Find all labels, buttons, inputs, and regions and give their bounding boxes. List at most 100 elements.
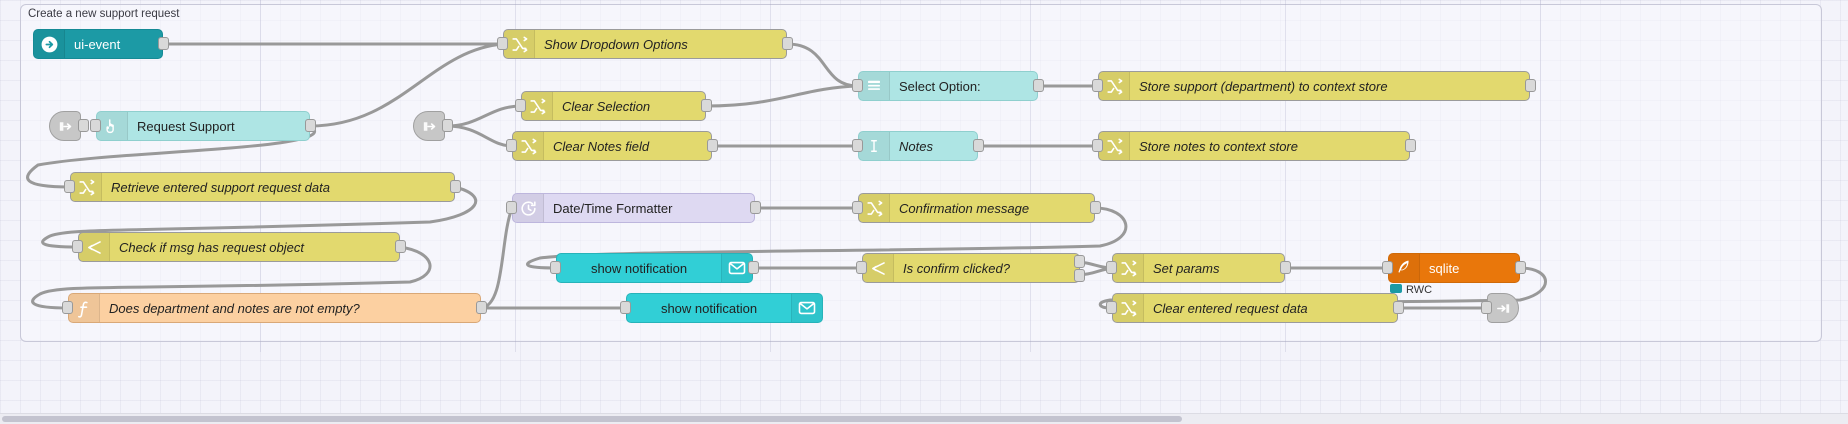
input-port[interactable] xyxy=(1092,139,1103,152)
output-port[interactable] xyxy=(701,99,712,112)
input-port[interactable] xyxy=(852,201,863,214)
node-label: Notes xyxy=(899,138,933,154)
link-in-icon xyxy=(57,118,74,135)
node-label: Date/Time Formatter xyxy=(553,200,673,216)
output-port[interactable] xyxy=(78,119,89,132)
node-clear-selection[interactable]: Clear Selection xyxy=(521,91,706,121)
node-store-support-context[interactable]: Store support (department) to context st… xyxy=(1098,71,1530,101)
grid-guide xyxy=(1540,0,1541,352)
input-port[interactable] xyxy=(506,201,517,214)
change-icon xyxy=(504,30,535,58)
output-port[interactable] xyxy=(1525,79,1536,92)
node-date-time-formatter[interactable]: Date/Time Formatter xyxy=(512,193,755,223)
node-label: Clear Notes field xyxy=(553,138,650,154)
input-port[interactable] xyxy=(852,79,863,92)
output-port[interactable] xyxy=(450,180,461,193)
output-port[interactable] xyxy=(158,37,169,50)
change-icon xyxy=(1099,132,1130,160)
input-port[interactable] xyxy=(90,119,101,132)
link-out-node[interactable] xyxy=(1487,293,1519,323)
node-ui-event[interactable]: ui-event xyxy=(33,29,163,59)
node-set-params[interactable]: Set params xyxy=(1112,253,1285,283)
node-confirmation-message[interactable]: Confirmation message xyxy=(858,193,1095,223)
node-label: show notification xyxy=(590,260,688,276)
output-port[interactable] xyxy=(1515,261,1526,274)
output-port[interactable] xyxy=(1033,79,1044,92)
input-port[interactable] xyxy=(620,301,631,314)
output-port[interactable] xyxy=(707,139,718,152)
input-port[interactable] xyxy=(515,99,526,112)
output-port[interactable] xyxy=(782,37,793,50)
node-retrieve-request-data[interactable]: Retrieve entered support request data xyxy=(70,172,455,202)
node-label: Select Option: xyxy=(899,78,981,94)
node-notes[interactable]: Notes xyxy=(858,131,978,161)
output-port[interactable] xyxy=(1090,201,1101,214)
switch-icon xyxy=(79,233,110,261)
change-icon xyxy=(1099,72,1130,100)
input-port[interactable] xyxy=(1106,261,1117,274)
link-out-icon xyxy=(1495,300,1512,317)
link-in-icon xyxy=(421,118,438,135)
input-port[interactable] xyxy=(497,37,508,50)
node-show-notification-2[interactable]: show notification xyxy=(626,293,823,323)
node-label: Set params xyxy=(1153,260,1220,276)
node-request-support[interactable]: Request Support xyxy=(96,111,310,141)
node-clear-entered-request-data[interactable]: Clear entered request data xyxy=(1112,293,1398,323)
node-dept-notes-not-empty[interactable]: Does department and notes are not empty? xyxy=(68,293,481,323)
input-port[interactable] xyxy=(856,261,867,274)
node-label: Does department and notes are not empty? xyxy=(109,300,360,316)
output-port-1[interactable] xyxy=(1074,255,1085,268)
switch-icon xyxy=(863,254,894,282)
node-select-option[interactable]: Select Option: xyxy=(858,71,1038,101)
envelope-icon xyxy=(721,254,752,282)
output-port[interactable] xyxy=(305,119,316,132)
output-port[interactable] xyxy=(1280,261,1291,274)
output-port[interactable] xyxy=(476,301,487,314)
node-check-msg-request-object[interactable]: Check if msg has request object xyxy=(78,232,400,262)
input-port[interactable] xyxy=(1092,79,1103,92)
input-port[interactable] xyxy=(506,139,517,152)
envelope-icon xyxy=(791,294,822,322)
output-port-2[interactable] xyxy=(1074,269,1085,282)
input-port[interactable] xyxy=(72,240,83,253)
node-store-notes-context[interactable]: Store notes to context store xyxy=(1098,131,1410,161)
node-show-dropdown-options[interactable]: Show Dropdown Options xyxy=(503,29,787,59)
status-dot xyxy=(1390,284,1402,293)
output-port[interactable] xyxy=(442,119,453,132)
input-port[interactable] xyxy=(1382,261,1393,274)
function-icon xyxy=(69,294,100,322)
link-in-node-2[interactable] xyxy=(413,111,445,141)
change-icon xyxy=(522,92,553,120)
node-label: Is confirm clicked? xyxy=(903,260,1010,276)
output-port[interactable] xyxy=(1405,139,1416,152)
clock-icon xyxy=(513,194,544,222)
node-label: Store support (department) to context st… xyxy=(1139,78,1388,94)
node-sqlite[interactable]: sqlite xyxy=(1388,253,1520,283)
grid-guide xyxy=(770,0,771,352)
output-port[interactable] xyxy=(750,201,761,214)
node-label: sqlite xyxy=(1429,260,1460,276)
node-label: Retrieve entered support request data xyxy=(111,179,330,195)
node-is-confirm-clicked[interactable]: Is confirm clicked? xyxy=(862,253,1080,283)
scrollbar-thumb[interactable] xyxy=(2,416,1182,422)
node-label: Clear entered request data xyxy=(1153,300,1308,316)
input-port[interactable] xyxy=(550,261,561,274)
node-show-notification-1[interactable]: show notification xyxy=(556,253,753,283)
node-clear-notes-field[interactable]: Clear Notes field xyxy=(512,131,712,161)
input-port[interactable] xyxy=(852,139,863,152)
output-port[interactable] xyxy=(748,261,759,274)
button-click-icon xyxy=(97,112,128,140)
horizontal-scrollbar[interactable] xyxy=(0,413,1848,424)
grid-guide xyxy=(1030,0,1031,352)
input-port[interactable] xyxy=(1481,301,1492,314)
output-port[interactable] xyxy=(395,240,406,253)
output-port[interactable] xyxy=(973,139,984,152)
link-in-node-1[interactable] xyxy=(49,111,81,141)
input-port[interactable] xyxy=(62,301,73,314)
change-icon xyxy=(71,173,102,201)
node-label: Store notes to context store xyxy=(1139,138,1298,154)
input-port[interactable] xyxy=(64,180,75,193)
input-port[interactable] xyxy=(1106,301,1117,314)
output-port[interactable] xyxy=(1393,301,1404,314)
